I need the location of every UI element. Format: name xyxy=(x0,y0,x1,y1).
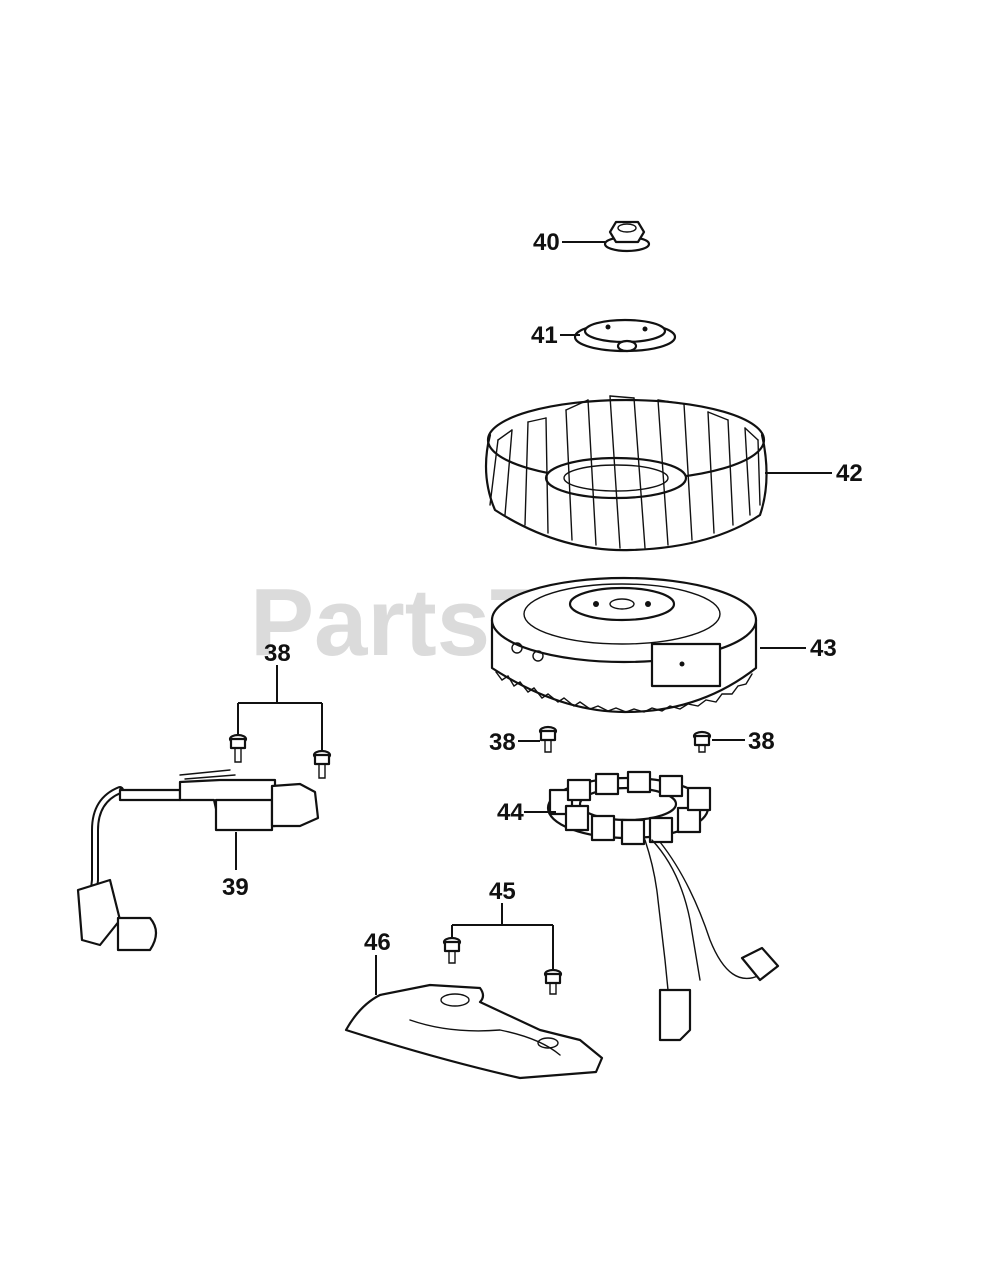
flywheel-icon[interactable] xyxy=(490,576,758,714)
callout-46[interactable]: 46 xyxy=(364,929,391,956)
callout-41[interactable]: 41 xyxy=(531,322,558,349)
bolt-icon[interactable] xyxy=(543,968,563,995)
bolt-icon[interactable] xyxy=(538,725,558,753)
callout-43[interactable]: 43 xyxy=(810,635,837,662)
fan-icon[interactable] xyxy=(484,395,768,552)
callout-40[interactable]: 40 xyxy=(533,229,560,256)
callout-38-left[interactable]: 38 xyxy=(264,640,291,667)
hex-nut-icon[interactable] xyxy=(603,220,651,253)
stator-icon[interactable] xyxy=(546,770,780,1042)
bolt-icon[interactable] xyxy=(228,733,248,763)
shield-plate-icon[interactable] xyxy=(344,983,604,1080)
callout-39[interactable]: 39 xyxy=(222,874,249,901)
bolt-icon[interactable] xyxy=(312,749,332,779)
callout-42[interactable]: 42 xyxy=(836,460,863,487)
washer-icon[interactable] xyxy=(573,318,677,353)
bolt-icon[interactable] xyxy=(442,936,462,964)
callout-38-right[interactable]: 38 xyxy=(748,728,775,755)
callout-44[interactable]: 44 xyxy=(497,799,524,826)
callout-38-mid[interactable]: 38 xyxy=(489,729,516,756)
callout-45[interactable]: 45 xyxy=(489,878,516,905)
bolt-icon[interactable] xyxy=(692,730,712,753)
ignition-coil-icon[interactable] xyxy=(76,769,320,952)
